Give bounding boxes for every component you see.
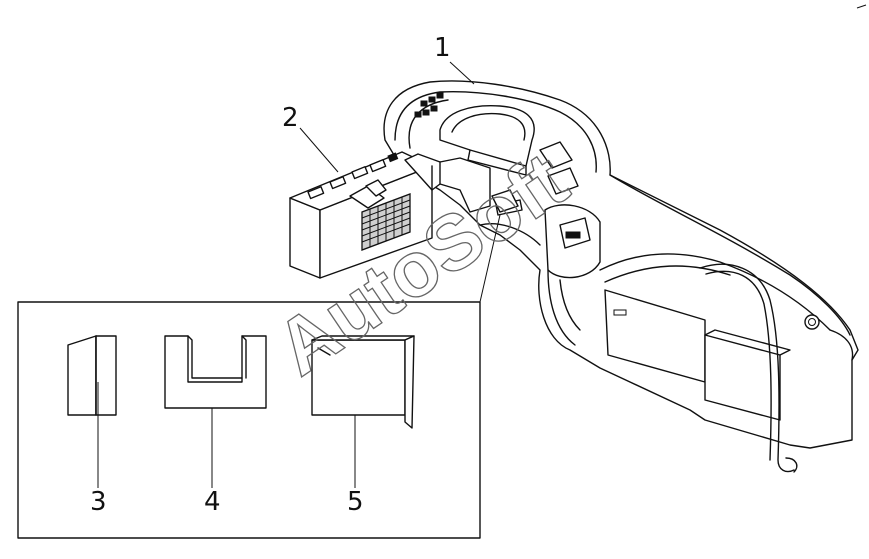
inset-frame: [17, 301, 481, 539]
part-4-u-plate: [164, 335, 267, 409]
part-5-angle-plate: [311, 335, 415, 429]
callout-5: 5: [347, 487, 364, 517]
part-1-instrument-panel: [383, 80, 859, 473]
part-2-center-module: [289, 151, 519, 279]
leader-lines: [97, 61, 501, 488]
callout-4: 4: [204, 487, 221, 517]
speaker-grille: [361, 193, 411, 251]
corner-mark: [856, 4, 867, 9]
callout-1: 1: [434, 33, 451, 63]
part-3-bracket: [67, 335, 117, 416]
callout-3: 3: [90, 487, 107, 517]
callout-2: 2: [282, 103, 299, 133]
